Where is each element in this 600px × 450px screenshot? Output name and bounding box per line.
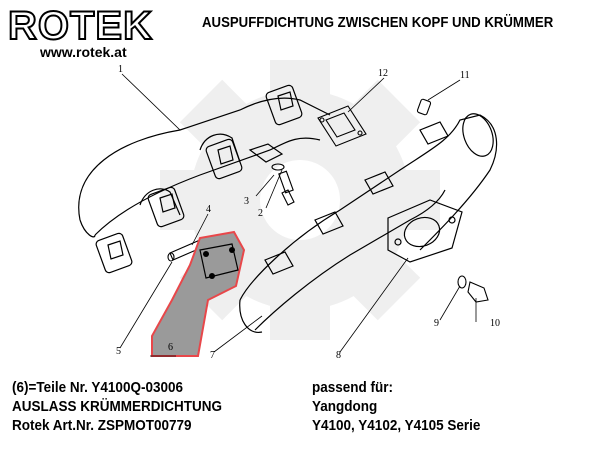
part-number: (6)=Teile Nr. Y4100Q-03006 <box>12 379 183 396</box>
exhaust-gasket-6-highlight <box>151 230 246 357</box>
callout-4: 4 <box>206 204 211 215</box>
exhaust-manifold <box>239 113 498 333</box>
pin-11 <box>416 98 432 116</box>
gasket-12 <box>317 105 367 147</box>
compatibility-info: passend für: Yangdong Y4100, Y4102, Y410… <box>312 378 480 435</box>
brand-name: Yangdong <box>312 398 378 415</box>
callout-5: 5 <box>116 346 121 357</box>
rotek-logo: ROTEK <box>7 4 168 48</box>
page-title: AUSPUFFDICHTUNG ZWISCHEN KOPF UND KRÜMME… <box>202 14 554 31</box>
callout-9: 9 <box>434 318 439 329</box>
logo-text: ROTEK <box>7 4 153 48</box>
callout-6: 6 <box>168 342 173 353</box>
callout-1: 1 <box>118 64 123 75</box>
bolt-2 <box>271 163 295 206</box>
gasket-highlight-outline <box>151 230 246 357</box>
part-description: AUSLASS KRÜMMERDICHTUNG <box>12 398 222 415</box>
fits-label: passend für: <box>312 379 394 396</box>
intake-manifold <box>78 84 331 274</box>
callout-labels: 1 12 11 2 3 4 5 6 7 8 9 10 <box>116 64 500 361</box>
callout-2: 2 <box>258 208 263 219</box>
nut-9-bolt-10 <box>457 275 489 303</box>
callout-8: 8 <box>336 350 341 361</box>
exploded-parts-diagram: 1 12 11 2 3 4 5 6 7 8 9 10 <box>78 60 500 361</box>
leader-lines <box>119 73 477 357</box>
callout-10: 10 <box>490 318 500 329</box>
website-url: www.rotek.at <box>40 44 127 60</box>
callout-3: 3 <box>244 196 249 207</box>
callout-7: 7 <box>210 350 215 361</box>
part-info: (6)=Teile Nr. Y4100Q-03006 AUSLASS KRÜMM… <box>12 378 222 435</box>
callout-11: 11 <box>460 70 470 81</box>
model-series: Y4100, Y4102, Y4105 Serie <box>312 417 481 434</box>
callout-12: 12 <box>378 68 388 79</box>
article-number: Rotek Art.Nr. ZSPMOT00779 <box>12 417 192 434</box>
